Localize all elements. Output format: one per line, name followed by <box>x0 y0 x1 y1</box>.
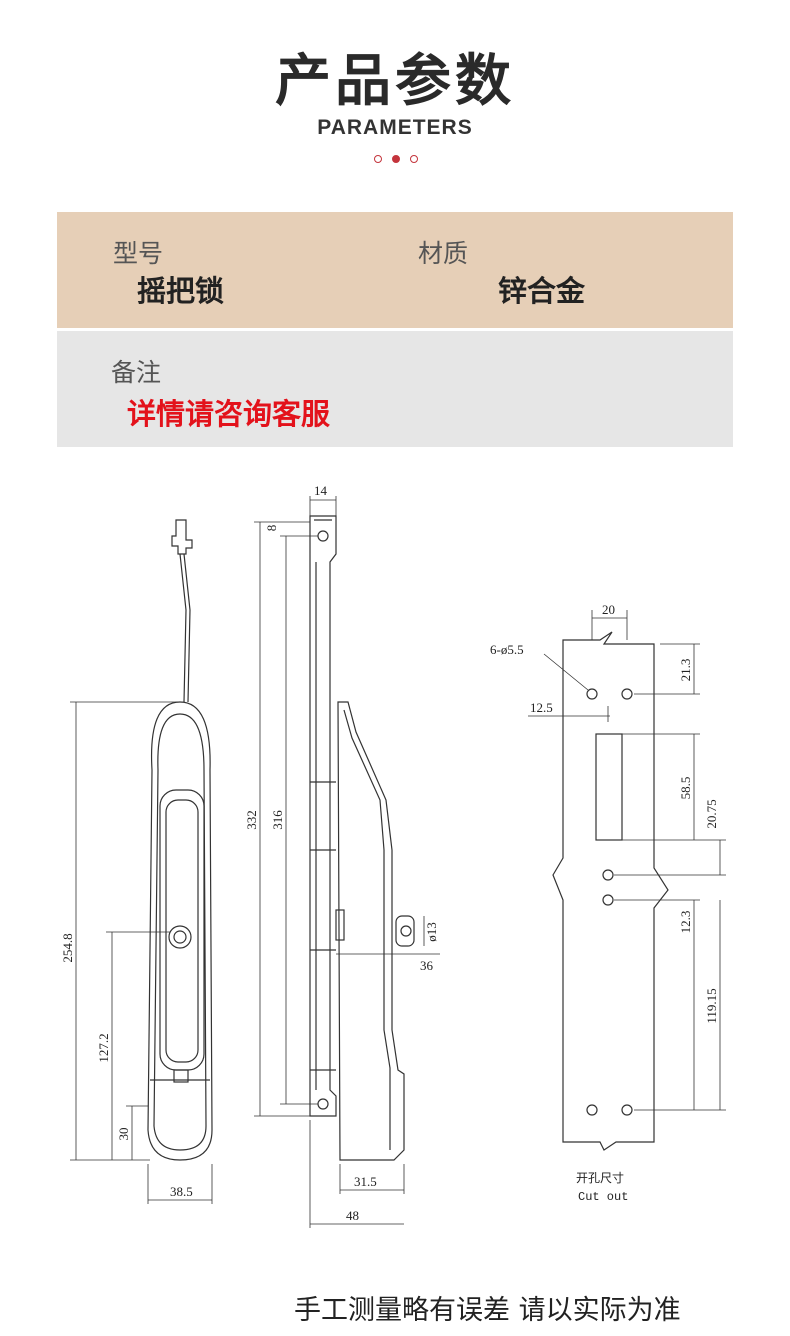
cutout-label-en: Cut out <box>578 1190 628 1204</box>
page-subtitle: PARAMETERS <box>317 116 473 139</box>
dim-58-5: 58.5 <box>678 777 693 800</box>
dim-316: 316 <box>270 810 285 830</box>
model-label: 型号 <box>113 239 164 268</box>
dim-332: 332 <box>244 810 259 830</box>
dim-13: ø13 <box>424 922 439 942</box>
note-label: 备注 <box>111 358 162 387</box>
note-value: 详情请咨询客服 <box>127 397 331 431</box>
technical-drawing: 254.8 127.2 30 38.5 332 316 14 8 ø13 36 … <box>0 470 790 1250</box>
dim-31-5: 31.5 <box>354 1174 377 1189</box>
dim-254-8: 254.8 <box>60 933 75 962</box>
material-label: 材质 <box>418 239 469 268</box>
material-value: 锌合金 <box>498 274 586 308</box>
drawing-svg: 254.8 127.2 30 38.5 332 316 14 8 ø13 36 … <box>60 483 726 1228</box>
dim-20-75: 20.75 <box>704 799 719 828</box>
cutout-label-cn: 开孔尺寸 <box>576 1171 624 1185</box>
dot-icon <box>374 155 382 163</box>
dim-30: 30 <box>116 1128 131 1141</box>
param-row-model-material: 型号 摇把锁 材质 锌合金 <box>57 212 733 328</box>
footer-note: 手工测量略有误差 请以实际为准 <box>294 1295 681 1326</box>
page-title: 产品参数 <box>275 49 515 114</box>
dot-icon <box>410 155 418 163</box>
dim-20: 20 <box>602 602 615 617</box>
model-value: 摇把锁 <box>137 274 225 308</box>
dim-holes: 6-ø5.5 <box>490 642 524 657</box>
dim-127-2: 127.2 <box>96 1033 111 1062</box>
dim-36: 36 <box>420 958 434 973</box>
dim-12-5: 12.5 <box>530 700 553 715</box>
dim-48: 48 <box>346 1208 359 1223</box>
decorative-dots <box>374 153 418 165</box>
dim-14: 14 <box>314 483 328 498</box>
param-row-note: 备注 详情请咨询客服 <box>57 331 733 447</box>
dot-filled-icon <box>392 155 400 163</box>
dim-119-15: 119.15 <box>704 988 719 1023</box>
dim-38-5: 38.5 <box>170 1184 193 1199</box>
dim-21-3: 21.3 <box>678 659 693 682</box>
dim-8: 8 <box>264 525 279 532</box>
dim-12-3: 12.3 <box>678 911 693 934</box>
